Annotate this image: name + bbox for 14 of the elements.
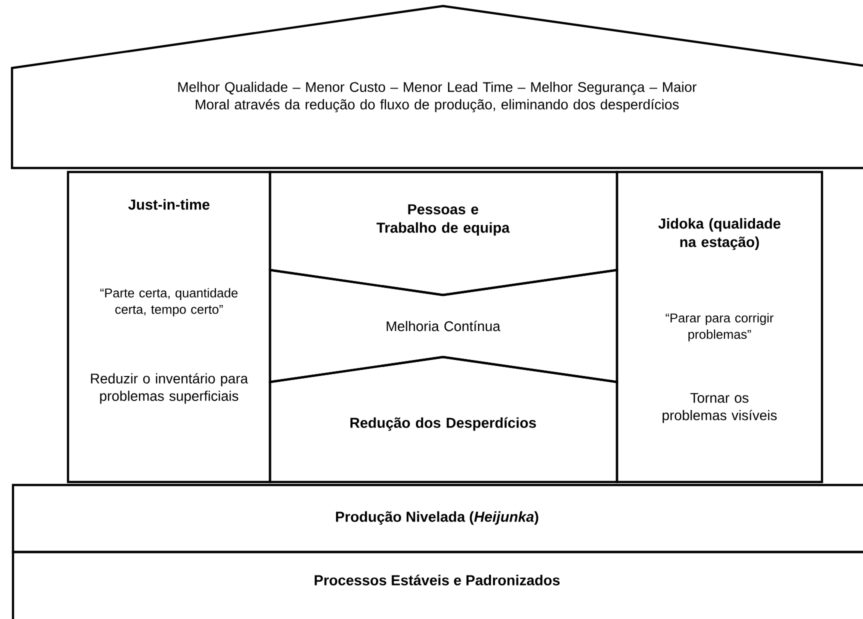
pillar-text: Tornar os problemas visíveis: [662, 393, 777, 424]
pillar-quote: “Parte certa, quantidade certa, tempo certo”: [100, 288, 238, 316]
pillar-text: Reduzir o inventário para problemas superficiais: [91, 373, 248, 404]
section-box: Pessoas e Trabalho de equipa: [268, 170, 618, 296]
base-band: Processos Estáveis e Padronizados: [12, 550, 863, 619]
pillar-heading: Just-in-time: [128, 199, 210, 210]
base-band: Produção Nivelada (Heijunka): [12, 484, 863, 554]
roof-box: Melhor Qualidade – Menor Custo – Menor Lead Time – Melhor Segurança – Maior Moral através da redução do fluxo de produção, eliminando dos desperdícios: [10, 4, 863, 170]
pillar-box: [616, 170, 824, 484]
pillar-heading: Jidoka (qualidade na estação): [658, 218, 780, 250]
section-box: Melhoria Contínua: [268, 268, 618, 384]
pillar-quote: “Parar para corrigir problemas”: [666, 313, 774, 342]
section-box: Redução dos Desperdícios: [268, 356, 618, 484]
pillar-box: [66, 170, 272, 484]
